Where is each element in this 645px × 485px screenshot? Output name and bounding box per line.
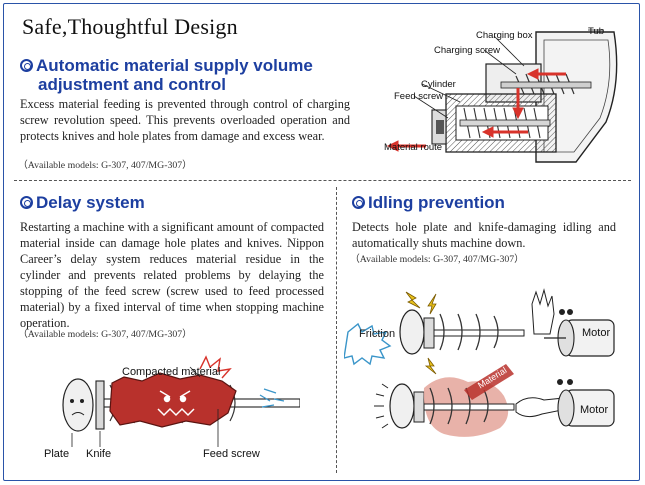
delay-system-heading: Delay system (20, 193, 145, 212)
idling-prevention-available-models: （Available models: G-307, 407/MG-307） (350, 254, 524, 265)
double-circle-icon (20, 59, 33, 72)
double-circle-icon (20, 196, 33, 209)
delay-system-body: Restarting a machine with a significant … (20, 220, 324, 330)
section-divider-vertical (336, 187, 337, 473)
delay-system-available-models: （Available models: G-307, 407/MG-307） (18, 329, 192, 340)
idling-prevention-heading: Idling prevention (352, 193, 505, 212)
section-divider-horizontal (14, 180, 631, 181)
friction-label: Friction (359, 328, 396, 340)
compacted-material-diagram (62, 355, 300, 447)
page-title: Safe,Thoughtful Design (22, 14, 238, 39)
idling-prevention-body: Detects hole plate and knife-damaging id… (352, 220, 616, 250)
plate-label: Plate (44, 448, 70, 460)
double-circle-icon (352, 196, 365, 209)
charging-box-label: Charging box (476, 30, 533, 41)
cylinder-label: Cylinder (421, 79, 456, 90)
page-frame (3, 3, 640, 481)
charging-machine-diagram (386, 29, 618, 163)
auto-supply-body: Excess material feeding is prevented thr… (20, 97, 350, 143)
auto-supply-heading-line1: Automatic material supply volume (36, 56, 313, 75)
motor-top-label: Motor (582, 327, 611, 339)
tub-label: Tub (588, 26, 605, 37)
idling-prevention-heading-text: Idling prevention (368, 193, 505, 212)
auto-supply-available-models: （Available models: G-307, 407/MG-307） (18, 160, 192, 171)
feed-screw-top-label: Feed screw (394, 91, 444, 102)
auto-supply-heading: Automatic material supply volume adjustm… (20, 56, 350, 94)
delay-system-heading-text: Delay system (36, 193, 145, 212)
feed-screw-bottom-label: Feed screw (203, 448, 260, 460)
motor-bottom-label: Motor (580, 404, 609, 416)
charging-screw-label: Charging screw (434, 45, 500, 56)
material-route-label: Material route (384, 142, 443, 153)
idling-prevention-diagram (344, 288, 615, 437)
auto-supply-heading-line2: adjustment and control (38, 75, 226, 94)
knife-label: Knife (86, 448, 112, 460)
compacted-material-label: Compacted material (122, 366, 221, 378)
